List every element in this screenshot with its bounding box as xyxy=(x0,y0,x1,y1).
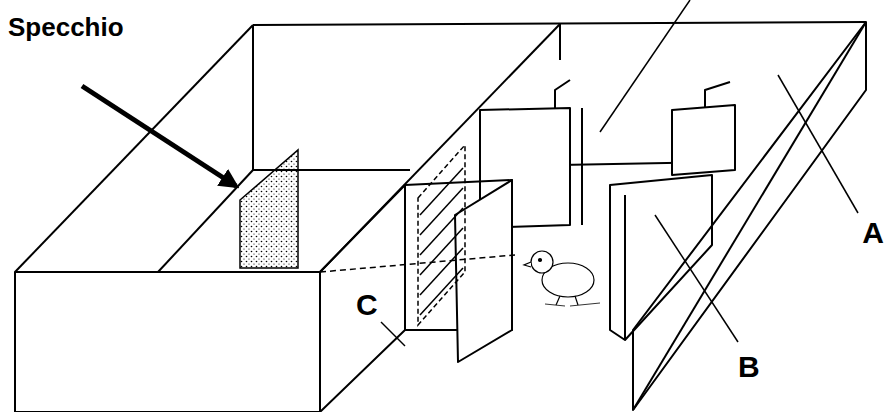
callout-letter: A xyxy=(862,218,884,248)
chick xyxy=(524,251,600,306)
callout-letter: C xyxy=(356,290,378,320)
callout-letter: B xyxy=(738,352,760,382)
part-label: Specchio xyxy=(8,14,124,40)
mirror xyxy=(240,150,298,268)
